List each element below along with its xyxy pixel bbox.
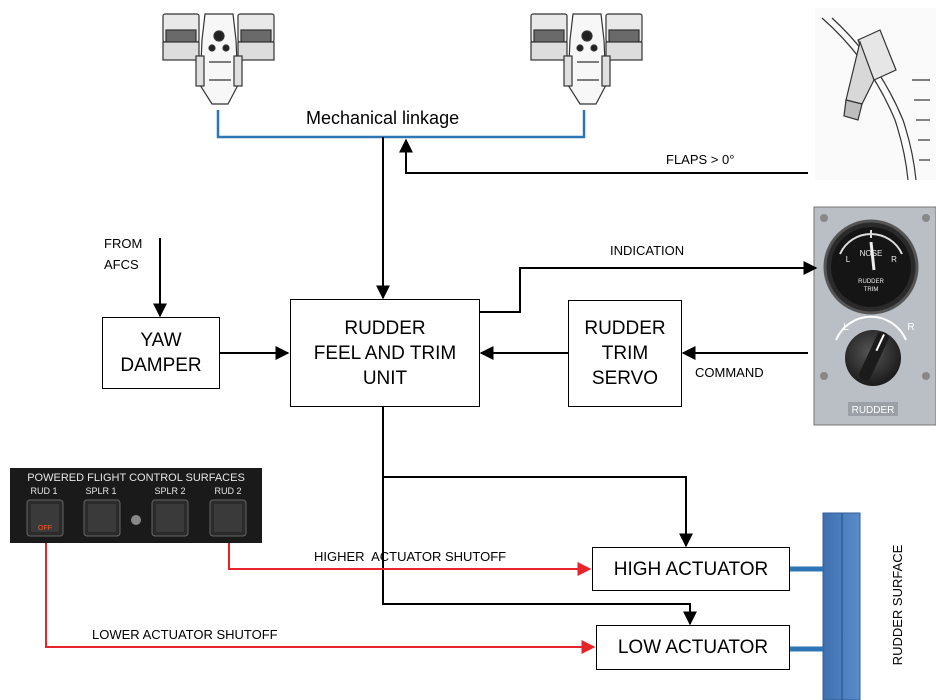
from-label: FROM [104,236,143,251]
unit-to-high-actuator-arrow [382,406,693,548]
mechanical-linkage-label: Mechanical linkage [306,108,460,128]
knob-rudder-label: RUDDER [852,405,895,416]
trim-servo-line-1: RUDDER [584,318,666,339]
low-actuator-label: LOW ACTUATOR [617,637,769,658]
trim-servo-line-3: SERVO [591,368,659,389]
switch-label-rud2: RUD 2 [214,486,241,496]
flap-lever-image [815,8,936,181]
flaps-label: FLAPS > 0° [666,152,735,167]
switch-label-splr2: SPLR 2 [154,486,185,496]
gauge-title-2: TRIM [864,287,879,293]
switch-label-splr1: SPLR 1 [85,486,116,496]
gauge-left-label: L [846,255,851,264]
yaw-damper-line-2: DAMPER [120,355,202,376]
indication-label: INDICATION [610,243,685,258]
trim-servo-line-2: TRIM [601,343,649,364]
flaps-arrow [399,138,808,174]
low-actuator-box: LOW ACTUATOR [596,625,790,670]
flight-control-panel-image: POWERED FLIGHT CONTROL SURFACES RUD 1 SP… [10,468,262,543]
gauge-right-label: R [891,255,897,264]
feel-trim-line-2: FEEL AND TRIM [313,342,457,364]
rudder-trim-panel-image: NOSE L R RUDDER TRIM L R RUDDER [813,206,936,426]
feel-trim-line-1: RUDDER [344,317,426,339]
higher-shutoff-arrow [228,543,592,576]
gauge-nose-label: NOSE [860,249,883,258]
higher-shutoff-label: HIGHER ACTUATOR SHUTOFF [314,549,507,564]
high-actuator-box: HIGH ACTUATOR [592,547,790,591]
right-rudder-pedals-image [530,13,643,105]
lower-shutoff-label: LOWER ACTUATOR SHUTOFF [92,627,278,642]
left-rudder-pedals-image [162,13,275,105]
unit-to-low-actuator-arrow [382,477,697,626]
high-actuator-label: HIGH ACTUATOR [613,558,769,580]
knob-right-label: R [907,322,914,333]
panel-title: POWERED FLIGHT CONTROL SURFACES [27,472,245,484]
feel-trim-unit-box: RUDDER FEEL AND TRIM UNIT [290,299,480,407]
afcs-label: AFCS [104,257,139,272]
indication-arrow [480,261,818,313]
rudder-surface-label: RUDDER SURFACE [890,544,905,665]
rudder-surface-bar [822,512,861,700]
switch-label-rud1: RUD 1 [30,486,57,496]
gauge-title-1: RUDDER [858,279,884,285]
yaw-damper-line-1: YAW [140,330,182,351]
feel-trim-line-3: UNIT [362,367,408,389]
trim-servo-box: RUDDER TRIM SERVO [568,300,682,407]
rud1-off-light: OFF [38,525,52,532]
command-label: COMMAND [695,365,764,380]
yaw-damper-box: YAW DAMPER [102,317,220,389]
mechanical-linkage-line [216,110,586,139]
knob-left-label: L [843,322,849,333]
lower-shutoff-arrow [45,543,596,654]
